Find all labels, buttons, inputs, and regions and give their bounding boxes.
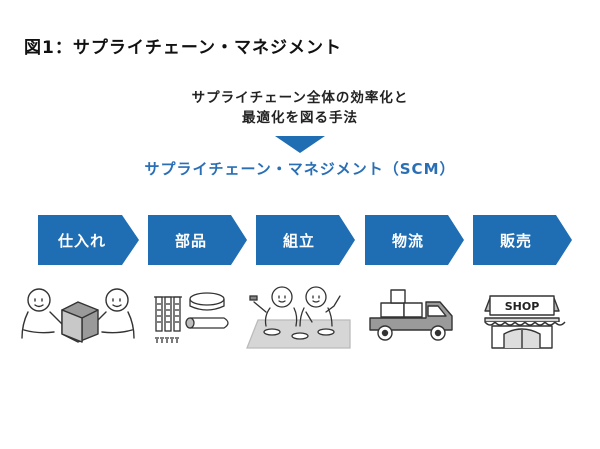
step-label-3: 組立 (283, 232, 315, 250)
step-arrow-1: 仕入れ (38, 215, 139, 265)
step-label-1: 仕入れ (57, 232, 106, 250)
step-arrow-3: 組立 (256, 215, 355, 265)
handover-icon (21, 288, 135, 343)
lead-line-2: 最適化を図る手法 (242, 110, 358, 126)
step-label-2: 部品 (175, 232, 207, 250)
figure-title: 図1：サプライチェーン・マネジメント (24, 38, 342, 58)
down-arrow-icon (275, 136, 325, 153)
step-arrow-5: 販売 (473, 215, 572, 265)
scm-label: サプライチェーン・マネジメント（SCM） (144, 160, 456, 178)
step-arrow-2: 部品 (148, 215, 247, 265)
step-arrow-4: 物流 (365, 215, 464, 265)
step-label-5: 販売 (500, 232, 532, 250)
lead-line-1: サプライチェーン全体の効率化と (191, 90, 409, 106)
shop-icon (484, 295, 566, 349)
assembly-icon (246, 286, 351, 349)
shop-sign-text: SHOP (505, 300, 540, 313)
truck-icon (369, 289, 453, 341)
parts-icon (154, 292, 229, 343)
step-label-4: 物流 (392, 232, 424, 250)
